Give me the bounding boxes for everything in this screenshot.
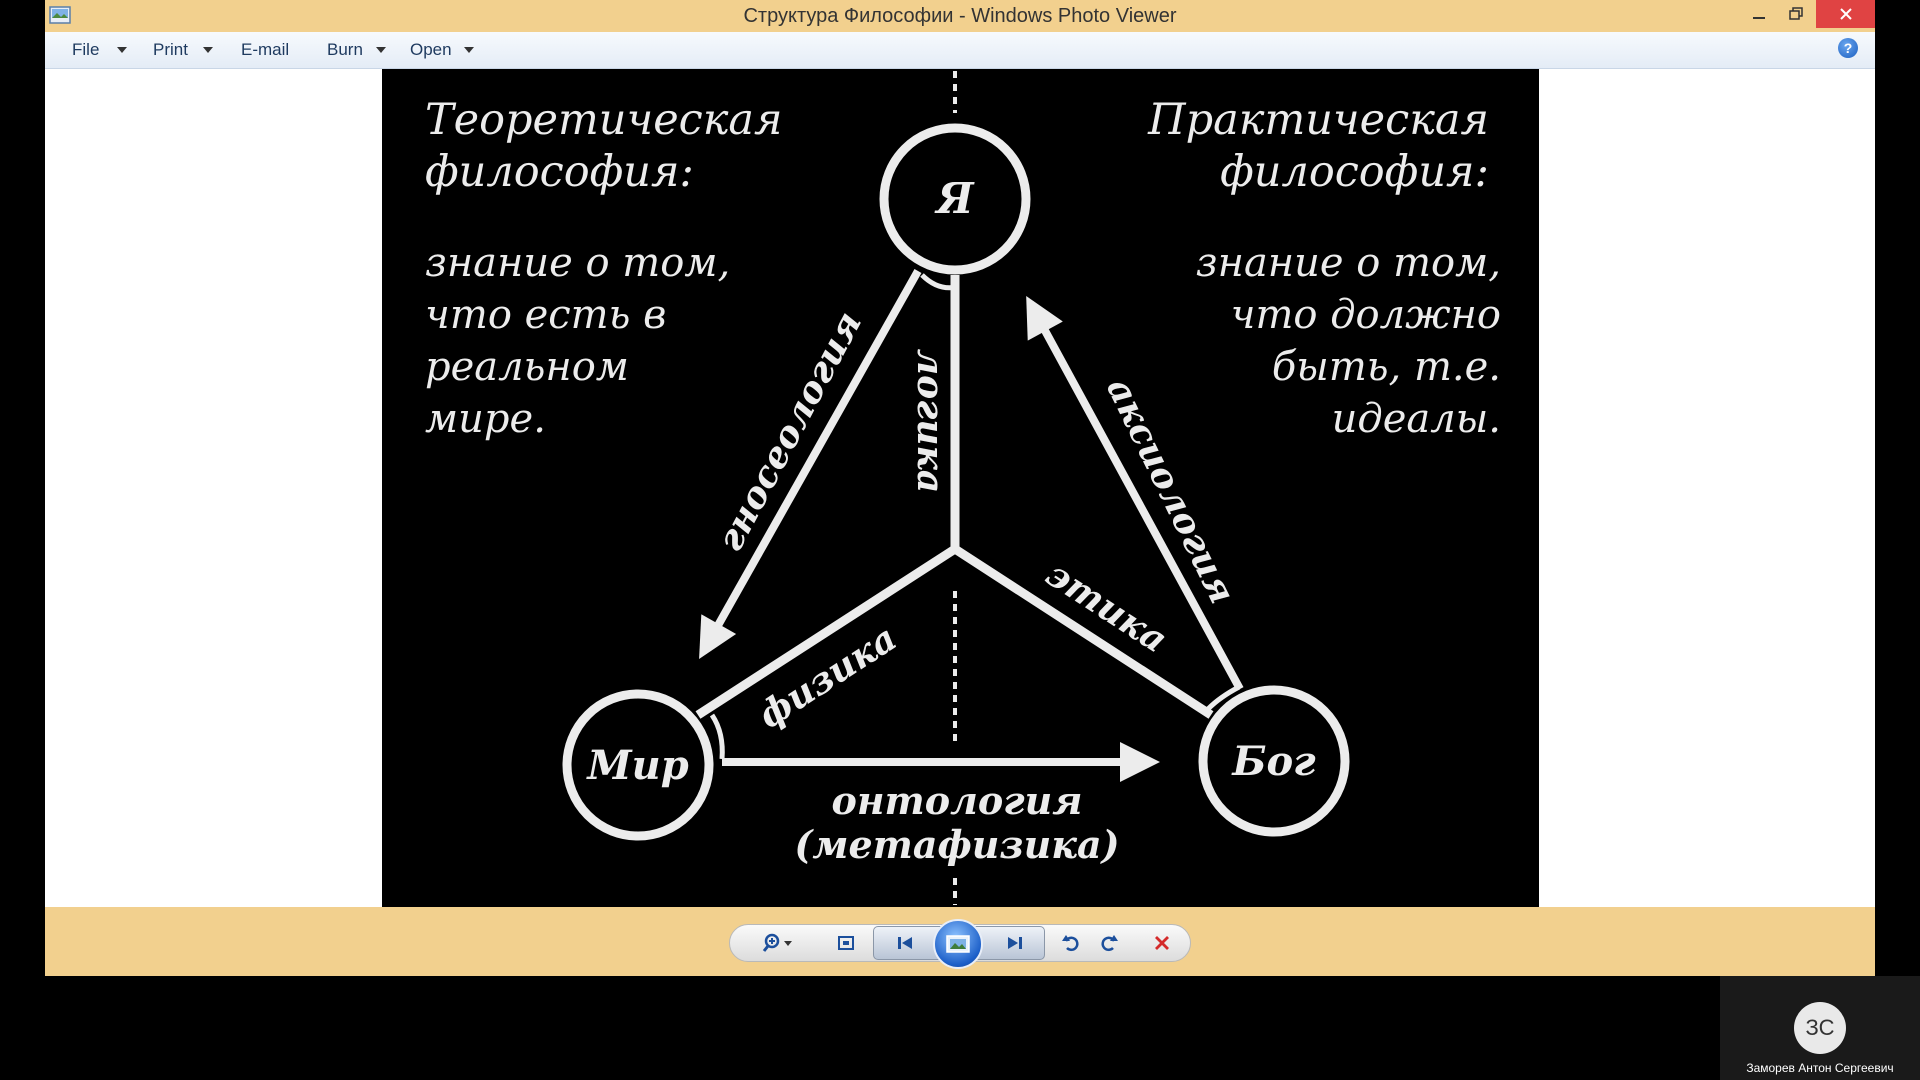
print-menu-chevron-down-icon[interactable] xyxy=(203,47,213,53)
burn-menu-chevron-down-icon[interactable] xyxy=(376,47,386,53)
close-button[interactable] xyxy=(1816,0,1875,28)
theoretical-line-3: знание о том, xyxy=(425,240,730,286)
axiology-label: аксиология xyxy=(1098,371,1243,610)
print-menu-label: Print xyxy=(153,40,188,59)
participant-tile: ЗС Заморев Антон Сергеевич xyxy=(1720,976,1920,1080)
next-button[interactable] xyxy=(992,927,1038,959)
bottom-toolbar xyxy=(45,907,1875,976)
slideshow-button[interactable] xyxy=(933,919,983,969)
metaphysics-label: (метафизика) xyxy=(794,822,1119,867)
self-node-label: Я xyxy=(933,174,975,223)
practical-line-4: что должно xyxy=(1231,292,1501,338)
displayed-image[interactable]: Я Мир Бог Теоретическая философия: знани… xyxy=(382,69,1539,907)
restore-icon xyxy=(1789,7,1803,20)
theoretical-line-2: философия: xyxy=(425,147,694,197)
file-menu-chevron-down-icon[interactable] xyxy=(117,47,127,53)
practical-line-3: знание о том, xyxy=(1196,240,1501,286)
magnifier-icon xyxy=(762,933,792,952)
minimize-button[interactable] xyxy=(1742,0,1776,28)
email-menu[interactable]: E-mail xyxy=(241,32,289,68)
god-junction-arc xyxy=(1206,684,1241,711)
ontology-label: онтология xyxy=(831,778,1082,823)
rotate-counterclockwise-button[interactable] xyxy=(1054,925,1088,961)
delete-button[interactable] xyxy=(1144,925,1180,961)
minimize-icon xyxy=(1753,17,1765,19)
close-icon xyxy=(1839,8,1852,20)
theoretical-line-1: Теоретическая xyxy=(425,95,783,145)
theoretical-line-5: реальном xyxy=(425,344,629,390)
window-title: Структура Философии - Windows Photo View… xyxy=(743,5,1177,27)
file-menu[interactable]: File xyxy=(72,32,99,68)
menu-bar: File Print E-mail Burn Open xyxy=(45,32,1875,69)
slideshow-icon xyxy=(946,935,970,953)
world-node xyxy=(562,689,714,841)
burn-menu[interactable]: Burn xyxy=(327,32,363,68)
self-node xyxy=(879,123,1031,275)
ethics-line xyxy=(952,545,1214,719)
avatar[interactable]: ЗС xyxy=(1794,1002,1846,1054)
world-junction-arc xyxy=(709,713,725,760)
zoom-button[interactable] xyxy=(756,925,802,961)
participant-name: Заморев Антон Сергеевич xyxy=(1746,1061,1894,1075)
rotate-left-icon xyxy=(1062,935,1079,952)
photo-viewer-window: Структура Философии - Windows Photo View… xyxy=(45,0,1875,976)
open-menu-chevron-down-icon[interactable] xyxy=(464,47,474,53)
axiology-arrow xyxy=(1026,295,1244,691)
theoretical-line-4: что есть в xyxy=(425,292,666,338)
photo-viewer-app-icon[interactable] xyxy=(49,5,71,25)
god-node-label: Бог xyxy=(1231,738,1316,785)
actual-size-button[interactable] xyxy=(828,925,864,961)
previous-icon xyxy=(898,937,912,949)
god-node xyxy=(1198,685,1350,837)
title-bar: Структура Философии - Windows Photo View… xyxy=(45,0,1875,32)
delete-icon xyxy=(1155,936,1169,950)
next-icon xyxy=(1008,937,1022,949)
restore-button[interactable] xyxy=(1778,0,1814,28)
theoretical-line-6: мире. xyxy=(425,396,546,442)
world-node-label: Мир xyxy=(585,742,688,789)
file-menu-label: File xyxy=(72,40,100,59)
physics-line xyxy=(695,545,958,719)
gnoseology-arrow xyxy=(699,269,922,659)
email-menu-label: E-mail xyxy=(241,40,290,59)
practical-line-2: философия: xyxy=(1220,147,1489,197)
help-icon[interactable]: ? xyxy=(1838,38,1858,58)
previous-button[interactable] xyxy=(882,927,928,959)
practical-line-1: Практическая xyxy=(1147,95,1489,145)
rotate-clockwise-button[interactable] xyxy=(1092,925,1126,961)
practical-line-5: быть, т.е. xyxy=(1272,344,1501,390)
actual-size-icon xyxy=(838,936,854,950)
print-menu[interactable]: Print xyxy=(153,32,188,68)
rotate-right-icon xyxy=(1101,935,1118,952)
burn-menu-label: Burn xyxy=(327,40,363,59)
open-menu[interactable]: Open xyxy=(410,32,452,68)
image-viewport: Я Мир Бог Теоретическая философия: знани… xyxy=(45,69,1875,907)
gnoseology-label: гносеология xyxy=(709,305,870,559)
open-menu-label: Open xyxy=(410,40,452,59)
philosophy-structure-diagram: Я Мир Бог Теоретическая философия: знани… xyxy=(425,71,1501,905)
self-junction-arc xyxy=(920,273,958,291)
logic-label: логика xyxy=(909,349,951,493)
practical-line-6: идеалы. xyxy=(1332,396,1501,442)
